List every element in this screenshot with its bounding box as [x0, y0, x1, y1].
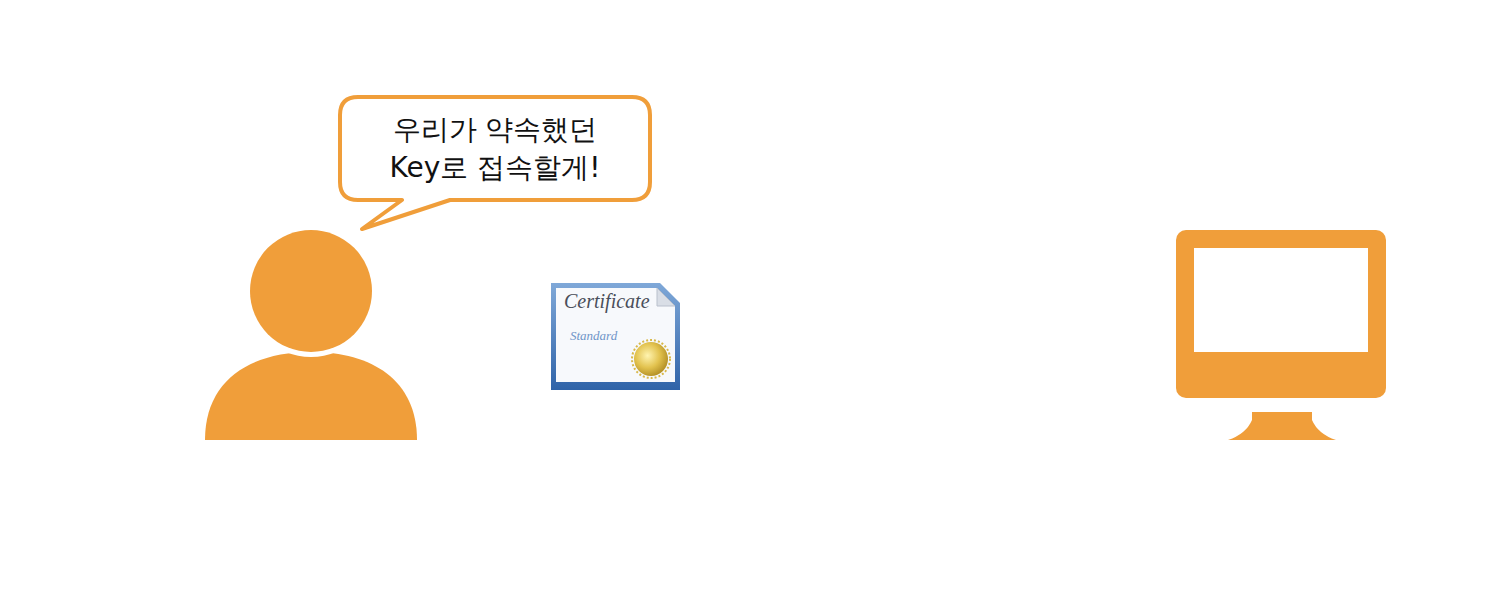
certificate-icon: [551, 283, 680, 390]
bubble-shape: [340, 97, 650, 229]
certificate-text: Standard: [570, 328, 617, 344]
monitor-icon: [1176, 230, 1386, 440]
speech-bubble: 우리가 약속했던 Key로 접속할게!: [340, 97, 650, 200]
certificate-text: Certificate: [564, 290, 650, 313]
person-icon: [205, 225, 417, 440]
bubble-outline: [340, 97, 650, 200]
speech-text: 우리가 약속했던 Key로 접속할게!: [370, 111, 620, 187]
